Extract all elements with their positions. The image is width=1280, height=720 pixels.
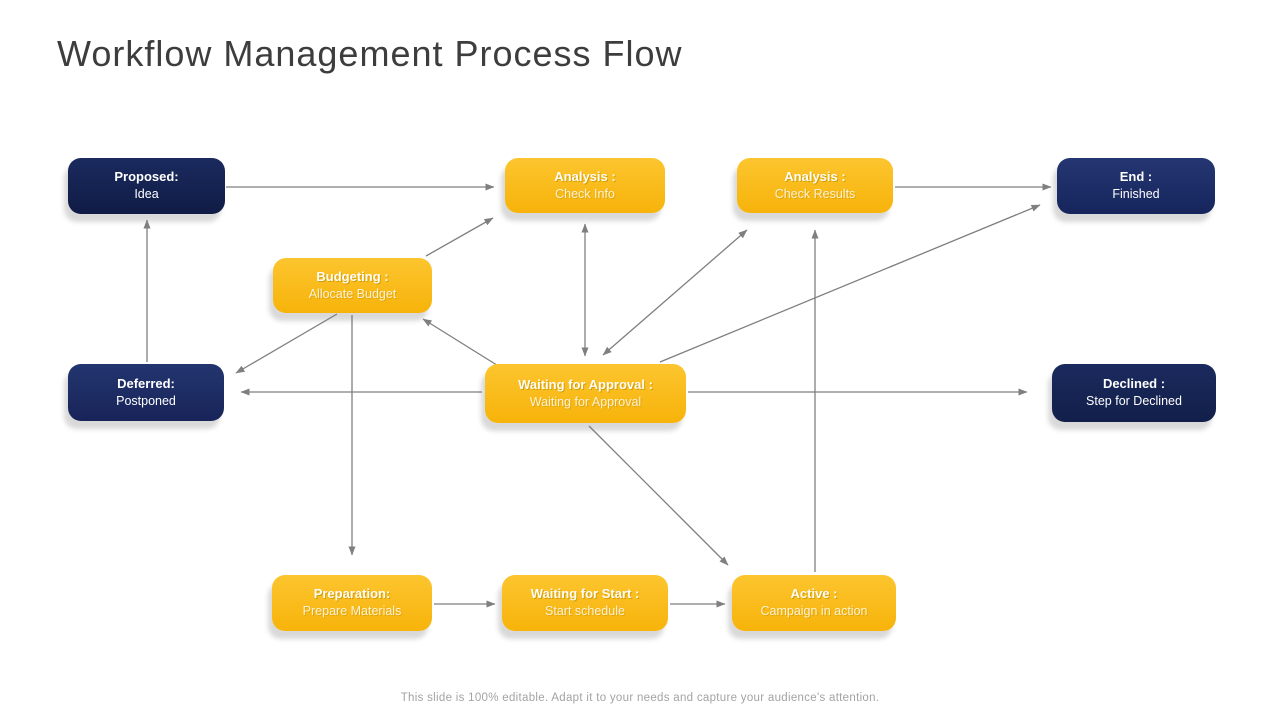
connector-waiting-approval-to-active [588,425,729,566]
page-title: Workflow Management Process Flow [57,33,683,74]
connector-waiting-approval-to-budgeting [422,318,501,368]
node-deferred-title: Deferred: [117,375,175,391]
node-active-title: Active : [790,586,838,602]
node-declined-title: Declined : [1102,376,1166,392]
connector-budgeting-to-analysis-info [425,217,494,257]
node-analysis-check-info[interactable]: Analysis : Check Info [505,158,665,213]
connector-budgeting-to-deferred [235,313,338,374]
node-waiting-for-start[interactable]: Waiting for Start : Start schedule [502,575,668,631]
node-preparation-subtitle: Prepare Materials [302,604,402,619]
node-waiting-for-approval[interactable]: Waiting for Approval : Waiting for Appro… [485,364,686,423]
node-proposed[interactable]: Proposed: Idea [68,158,225,214]
connector-waiting-approval-to-end [659,204,1041,363]
node-waiting-for-start-subtitle: Start schedule [545,604,625,619]
node-deferred-subtitle: Postponed [116,393,176,408]
node-end[interactable]: End : Finished [1057,158,1215,214]
node-analysis-check-results-subtitle: Check Results [774,186,856,201]
node-proposed-subtitle: Idea [134,187,159,202]
node-waiting-for-approval-subtitle: Waiting for Approval [529,394,642,409]
node-active[interactable]: Active : Campaign in action [732,575,896,631]
node-analysis-check-results-title: Analysis : [784,168,846,184]
node-analysis-check-info-title: Analysis : [554,168,616,184]
node-budgeting[interactable]: Budgeting : Allocate Budget [273,258,432,313]
node-declined[interactable]: Declined : Step for Declined [1052,364,1216,422]
node-analysis-check-results[interactable]: Analysis : Check Results [737,158,893,213]
node-deferred[interactable]: Deferred: Postponed [68,364,224,421]
node-declined-subtitle: Step for Declined [1086,394,1182,409]
node-end-title: End : [1119,169,1153,185]
connector-waiting-approval-analysis-results-bidirectional [602,229,748,356]
node-waiting-for-approval-title: Waiting for Approval : [518,376,653,392]
node-waiting-for-start-title: Waiting for Start : [530,586,640,602]
node-active-subtitle: Campaign in action [760,604,868,619]
node-preparation-title: Preparation: [313,586,391,602]
node-proposed-title: Proposed: [114,169,179,185]
node-budgeting-subtitle: Allocate Budget [308,286,397,301]
node-end-subtitle: Finished [1112,187,1160,202]
node-preparation[interactable]: Preparation: Prepare Materials [272,575,432,631]
footer-note: This slide is 100% editable. Adapt it to… [400,692,880,704]
node-budgeting-title: Budgeting : [316,268,389,284]
node-analysis-check-info-subtitle: Check Info [555,186,615,201]
